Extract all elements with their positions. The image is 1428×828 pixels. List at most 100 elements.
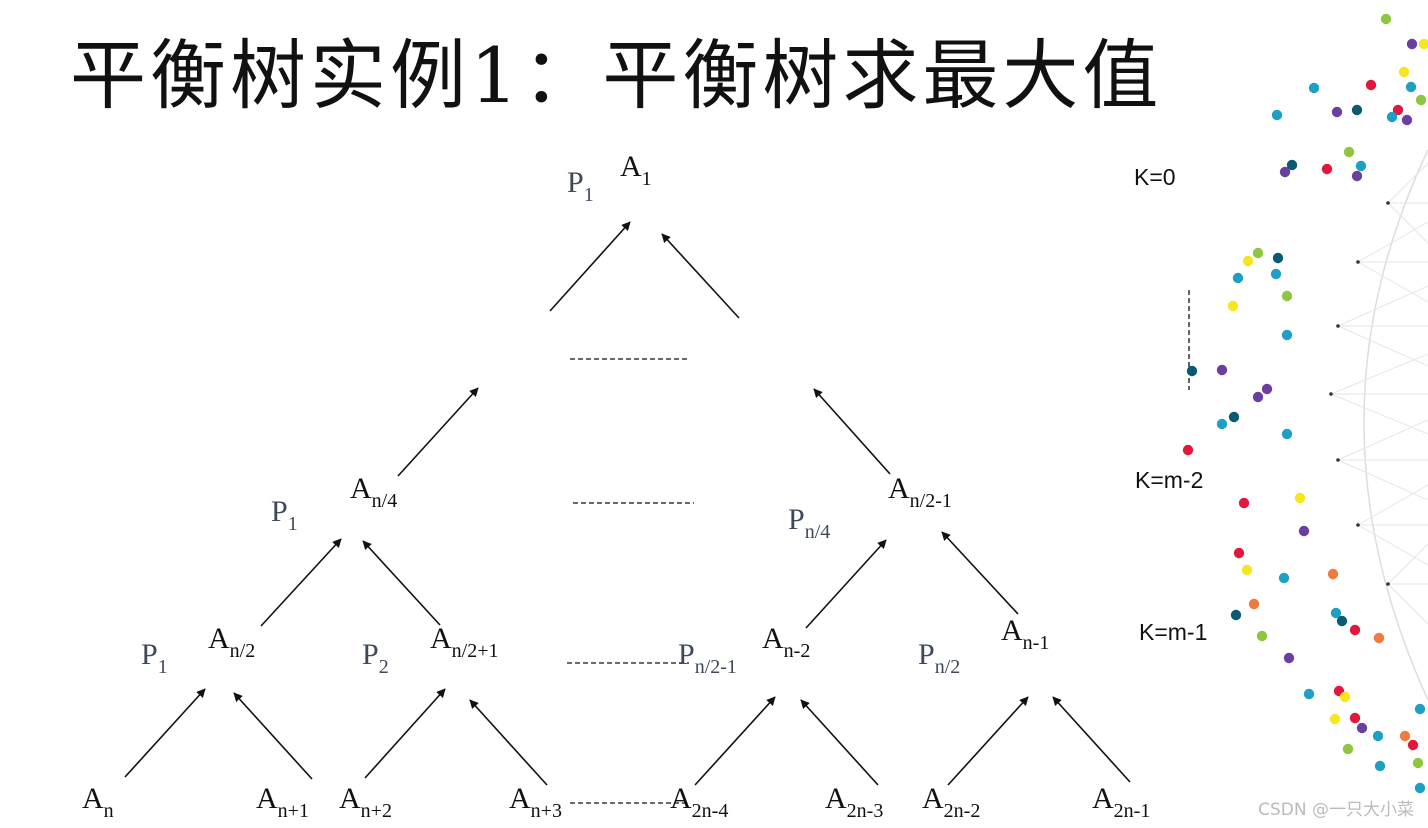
tree-edge-arrow [362,540,441,626]
node-label: An/2-1 [888,472,952,512]
scatter-dot [1406,38,1418,50]
node-label: An [82,782,114,822]
scatter-dot [1241,564,1253,576]
processor-label: Pn/2 [918,638,961,678]
tree-edge-arrow [260,538,342,627]
scatter-dot [1330,607,1342,619]
scatter-dot [1351,170,1363,182]
scatter-dot [1342,743,1354,755]
processor-label: P2 [362,638,389,678]
node-label: An/2+1 [430,622,499,662]
scatter-dot [1232,272,1244,284]
scatter-dot [1386,111,1398,123]
scatter-dot [1373,632,1385,644]
processor-label: P1 [271,495,298,535]
scatter-dot [1349,624,1361,636]
scatter-dot [1412,757,1424,769]
scatter-dot [1372,730,1384,742]
level-label-km1: K=m-1 [1139,619,1208,645]
scatter-dot [1321,163,1333,175]
node-label: An+3 [509,782,562,822]
scatter-dot [1392,104,1404,116]
scatter-dot [1283,652,1295,664]
node-label: A2n-3 [825,782,884,822]
tree-edge-arrow [469,699,548,786]
node-label: A1 [620,150,652,190]
tree-edge-arrow [694,696,776,786]
scatter-dot [1278,572,1290,584]
scatter-dot [1399,730,1411,742]
scatter-dot [1248,598,1260,610]
level-label-km2: K=m-2 [1135,467,1204,493]
tree-edge-arrow [124,688,206,778]
scatter-dot [1414,782,1426,794]
node-label: An+2 [339,782,392,822]
scatter-dot [1308,82,1320,94]
scatter-dot [1281,290,1293,302]
scatter-dot [1242,255,1254,267]
tree-edge-arrow [941,531,1019,615]
scatter-dot [1303,688,1315,700]
scatter-dot [1228,411,1240,423]
tree-edge-arrow [397,387,479,477]
processor-label: P1 [141,638,168,678]
scatter-dot [1339,691,1351,703]
node-label: A2n-1 [1092,782,1151,822]
scatter-dot [1418,38,1428,50]
scatter-dot [1380,13,1392,25]
scatter-dot [1182,444,1194,456]
scatter-dot [1281,428,1293,440]
scatter-dot [1336,615,1348,627]
tree-edge-arrow [800,699,879,786]
processor-label: P1 [567,166,594,206]
processor-label: Pn/4 [788,503,831,543]
node-label: An-1 [1001,614,1050,654]
tree-edge-arrow [233,692,313,780]
scatter-dot [1256,630,1268,642]
scatter-dot [1351,104,1363,116]
scatter-dot [1230,609,1242,621]
scatter-dot [1349,712,1361,724]
scatter-dot [1270,268,1282,280]
node-label: An/2 [208,622,256,662]
node-label: An/4 [350,472,398,512]
watermark: CSDN @一只大小菜 [1258,800,1414,820]
scatter-dot [1415,94,1427,106]
level-label-k0: K=0 [1134,164,1176,190]
scatter-dot [1298,525,1310,537]
tree-edge-arrow [661,233,740,319]
scatter-dot [1186,365,1198,377]
scatter-dot [1252,247,1264,259]
scatter-dot [1279,166,1291,178]
scatter-dot [1227,300,1239,312]
scatter-dot [1329,713,1341,725]
scatter-dot [1374,760,1386,772]
scatter-dot [1294,492,1306,504]
scatter-dot [1216,418,1228,430]
scatter-dot [1281,329,1293,341]
scatter-dot [1252,391,1264,403]
slide-title: 平衡树实例1：平衡树求最大值 [70,31,1163,120]
tree-edge-arrow [364,688,446,779]
scatter-dot [1414,703,1426,715]
scatter-dot [1286,159,1298,171]
scatter-dot [1355,160,1367,172]
node-label: A2n-2 [922,782,981,822]
tree-edge-arrow [549,221,631,312]
scatter-dot [1271,109,1283,121]
scatter-dot [1238,497,1250,509]
scatter-dot [1331,106,1343,118]
tree-edge-arrow [1052,696,1131,783]
node-label: A2n-4 [670,782,729,822]
node-label: An+1 [256,782,309,822]
scatter-dot [1272,252,1284,264]
scatter-dot [1356,722,1368,734]
processor-label: Pn/2-1 [678,638,737,678]
tree-edge-arrow [805,539,887,629]
scatter-dot [1233,547,1245,559]
node-label: An-2 [762,622,811,662]
scatter-dot [1261,383,1273,395]
scatter-dot [1398,66,1410,78]
scatter-dot [1405,81,1417,93]
